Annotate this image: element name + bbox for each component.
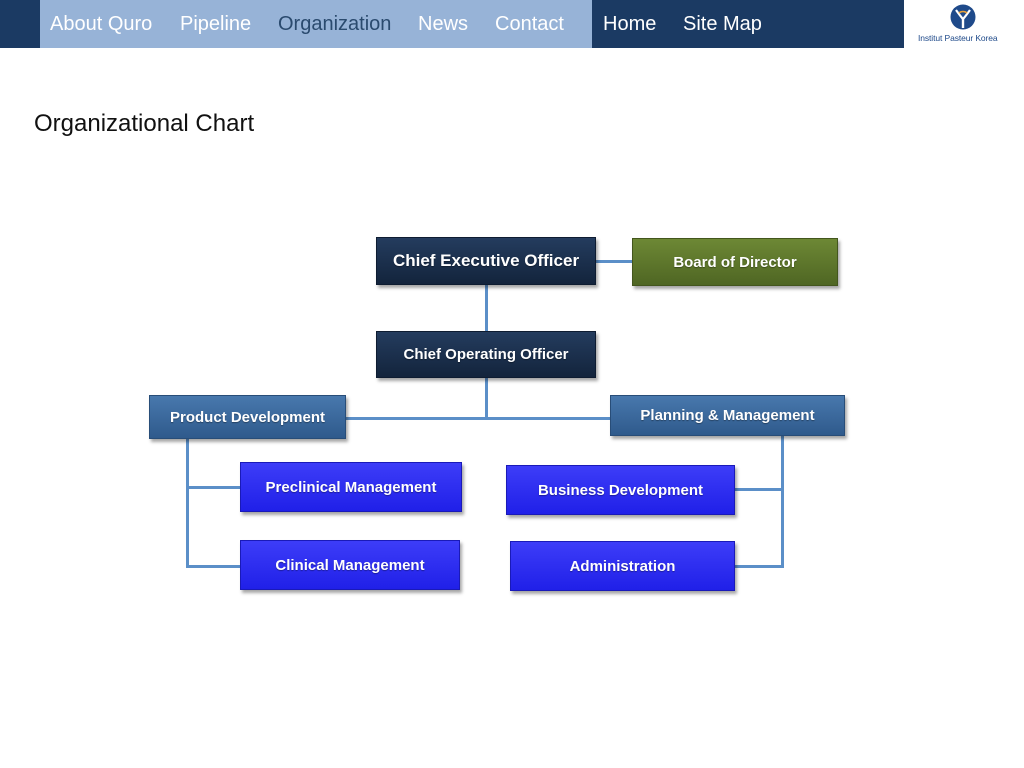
- connector-ceo-board: [595, 260, 632, 263]
- connector-administration: [735, 565, 784, 568]
- connector-ceo-coo: [485, 284, 488, 332]
- connector-preclinical: [186, 486, 241, 489]
- top-nav-bar: About Quro Pipeline Organization News Co…: [0, 0, 904, 48]
- box-clinical-management: Clinical Management: [240, 540, 460, 590]
- connector-planning-vertical: [781, 435, 784, 568]
- box-administration: Administration: [510, 541, 735, 591]
- connector-product-dev-vertical: [186, 438, 189, 568]
- primary-nav: [40, 0, 592, 48]
- connector-business-dev: [735, 488, 784, 491]
- connector-coo-branches: [485, 377, 488, 419]
- nav-about-quro[interactable]: About Quro: [50, 13, 153, 35]
- nav-organization[interactable]: Organization: [278, 13, 392, 35]
- box-preclinical-management: Preclinical Management: [240, 462, 462, 512]
- nav-pipeline[interactable]: Pipeline: [180, 13, 252, 35]
- nav-site-map[interactable]: Site Map: [683, 13, 762, 35]
- pasteur-emblem-icon: [950, 4, 976, 30]
- box-business-development: Business Development: [506, 465, 735, 515]
- page-title: Organizational Chart: [34, 110, 255, 137]
- box-chief-operating-officer: Chief Operating Officer: [376, 331, 596, 378]
- box-chief-executive-officer: Chief Executive Officer: [376, 237, 596, 285]
- nav-home[interactable]: Home: [603, 13, 657, 35]
- connector-clinical: [186, 565, 241, 568]
- box-product-development: Product Development: [149, 395, 346, 439]
- logo-text: Institut Pasteur Korea: [918, 33, 998, 43]
- nav-contact[interactable]: Contact: [495, 13, 564, 35]
- nav-news[interactable]: News: [418, 13, 469, 35]
- connector-branch-horizontal: [345, 417, 611, 420]
- institut-pasteur-korea-logo[interactable]: Institut Pasteur Korea: [904, 0, 1024, 48]
- box-planning-management: Planning & Management: [610, 395, 845, 436]
- box-board-of-director: Board of Director: [632, 238, 838, 286]
